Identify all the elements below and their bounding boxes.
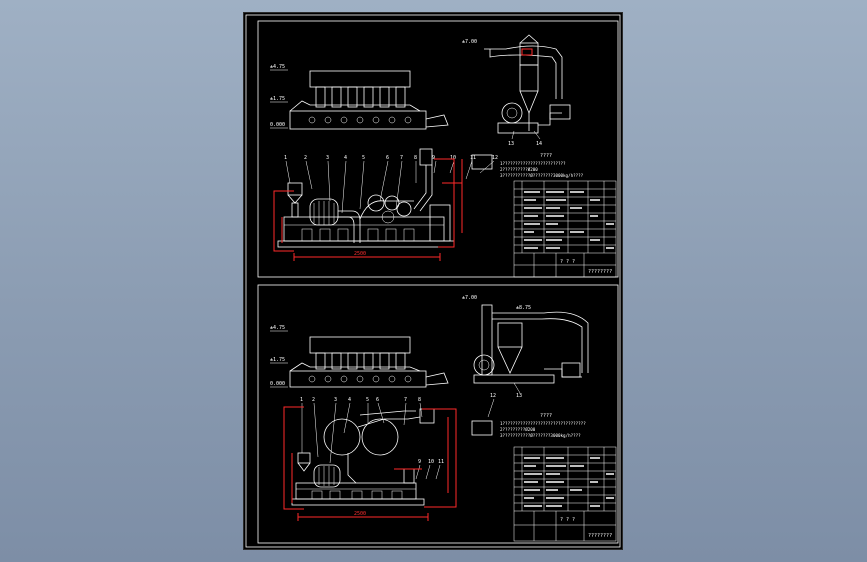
upper-front-view <box>277 148 455 248</box>
lower-part-8: 8 <box>418 397 421 403</box>
cad-drawing: ±4.75 ±1.75 0.000 <box>245 14 621 548</box>
upper-dryer-roof <box>309 70 411 88</box>
lower-part-1: 1 <box>300 397 303 403</box>
svg-text:±8.75: ±8.75 <box>516 305 531 311</box>
lower-dryer-body <box>289 370 427 388</box>
lower-parts-table <box>513 446 617 542</box>
lower-part-2: 2 <box>312 397 315 403</box>
upper-part-2: 2 <box>304 155 307 161</box>
upper-dimensions <box>273 158 463 261</box>
lower-part-3: 3 <box>334 397 337 403</box>
upper-air-duct <box>484 45 563 99</box>
svg-text:2500: 2500 <box>354 511 366 517</box>
upper-part-14: 14 <box>536 141 542 147</box>
upper-dryer-body <box>289 110 427 130</box>
lower-part-4: 4 <box>348 397 351 403</box>
upper-part-7: 7 <box>400 155 403 161</box>
upper-part-4: 4 <box>344 155 347 161</box>
upper-note-2: 2??????????Ø200 <box>500 167 538 172</box>
lower-note-2: 2?????????Ø200 <box>500 427 536 432</box>
sheet-border <box>245 14 621 548</box>
upper-control-box <box>471 154 493 170</box>
svg-text:±7.00: ±7.00 <box>462 39 477 45</box>
upper-elev-3: 0.000 <box>270 122 285 128</box>
upper-part-1: 1 <box>284 155 287 161</box>
lower-duct-column <box>481 304 493 376</box>
lower-drum-left <box>323 418 361 456</box>
lower-title-block: ???????? <box>588 533 612 539</box>
lower-note-1: 1????????????????????????????????? <box>500 421 586 426</box>
lower-elev-1: ±4.75 <box>270 325 285 331</box>
upper-part-6: 6 <box>386 155 389 161</box>
upper-part-13: 13 <box>508 141 514 147</box>
lower-control-box <box>471 420 493 436</box>
lower-part-6: 6 <box>376 397 379 403</box>
lower-drawing: ±4.75 ±1.75 0.000 ±7.00 ±8.75 <box>270 295 617 542</box>
lower-dryer-roof <box>309 336 411 354</box>
lower-part-7: 7 <box>404 397 407 403</box>
svg-text:±7.00: ±7.00 <box>462 295 477 301</box>
upper-part-9: 9 <box>432 155 435 161</box>
upper-cyclone <box>519 64 539 92</box>
lower-part-11: 11 <box>438 459 444 465</box>
svg-text:2500: 2500 <box>354 251 366 257</box>
lower-elev-3: 0.000 <box>270 381 285 387</box>
lower-part-13: 13 <box>516 393 522 399</box>
lower-cyclone <box>497 346 523 374</box>
lower-drum-right <box>361 418 399 456</box>
upper-parts-table <box>513 180 617 278</box>
lower-part-10: 10 <box>428 459 434 465</box>
upper-drawing: ±4.75 ±1.75 0.000 <box>270 34 617 278</box>
upper-part-3: 3 <box>326 155 329 161</box>
drawing-sheet: ±4.75 ±1.75 0.000 <box>244 13 622 549</box>
svg-text:? ? ?: ? ? ? <box>560 259 575 265</box>
lower-elev-2: ±1.75 <box>270 357 285 363</box>
upper-part-12: 12 <box>492 155 498 161</box>
lower-dimensions <box>283 406 457 521</box>
upper-title-block: ???????? <box>588 269 612 275</box>
lower-frame <box>257 284 619 544</box>
svg-text:? ? ?: ? ? ? <box>560 517 575 523</box>
upper-part-8: 8 <box>414 155 417 161</box>
upper-elev-2: ±1.75 <box>270 96 285 102</box>
lower-air-duct <box>492 311 589 373</box>
upper-elev-1: ±4.75 <box>270 64 285 70</box>
lower-note-3: 3???????????Ø???????3000kg/h???? <box>500 433 581 438</box>
lower-notes-title: ???? <box>540 413 552 419</box>
upper-note-3: 3???????????Ø????????3000kg/h???? <box>500 173 584 178</box>
upper-part-11: 11 <box>470 155 476 161</box>
upper-notes-title: ???? <box>540 153 552 159</box>
lower-part-12: 12 <box>490 393 496 399</box>
upper-part-5: 5 <box>362 155 365 161</box>
upper-note-1: 1????????????????????????? <box>500 161 566 166</box>
upper-part-10: 10 <box>450 155 456 161</box>
upper-frame <box>257 20 619 278</box>
lower-part-9: 9 <box>418 459 421 465</box>
lower-front-view <box>291 408 435 506</box>
lower-part-5: 5 <box>366 397 369 403</box>
